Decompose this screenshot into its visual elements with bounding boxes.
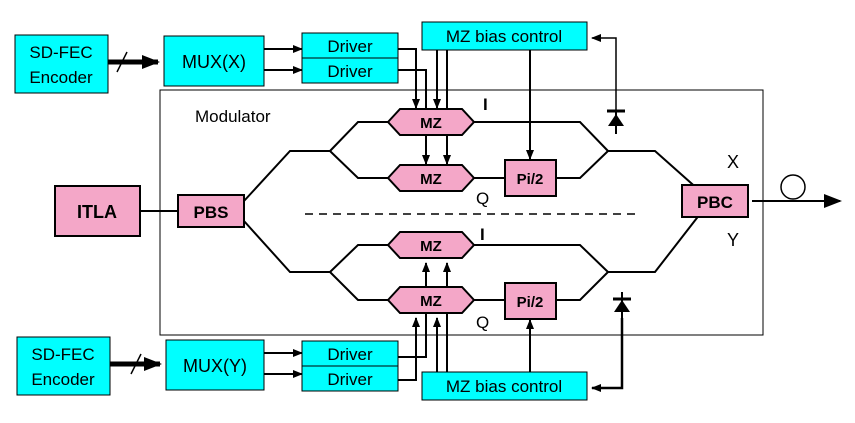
svg-text:ITLA: ITLA — [77, 202, 117, 222]
svg-text:Pi/2: Pi/2 — [517, 171, 544, 188]
driver-y-1: Driver — [301, 340, 399, 367]
svg-text:PBC: PBC — [697, 193, 733, 212]
optical-paths — [140, 121, 701, 301]
label-pol-x: X — [727, 152, 739, 172]
sd-fec-encoder-y: SD-FEC Encoder — [16, 336, 111, 396]
modulator-label: Modulator — [195, 107, 271, 126]
mz-bias-control-bottom: MZ bias control — [421, 371, 588, 401]
svg-text:SD-FEC: SD-FEC — [31, 345, 94, 364]
photodiode-icon — [607, 109, 625, 134]
pbc: PBC — [681, 184, 749, 218]
mz-x-i: MZ — [386, 108, 476, 136]
svg-text:MUX(X): MUX(X) — [182, 52, 246, 72]
bus-slash-y — [130, 353, 142, 375]
mz-bias-control-top: MZ bias control — [421, 21, 588, 51]
svg-text:Driver: Driver — [327, 370, 373, 389]
svg-text:MZ bias control: MZ bias control — [446, 377, 562, 396]
svg-text:MZ bias control: MZ bias control — [446, 27, 562, 46]
svg-text:Encoder: Encoder — [29, 68, 93, 87]
fiber-output-icon — [780, 174, 806, 200]
itla-laser: ITLA — [54, 185, 141, 237]
svg-text:MZ: MZ — [420, 238, 442, 255]
label-y-i: I — [480, 225, 485, 244]
svg-text:MUX(Y): MUX(Y) — [183, 356, 247, 376]
bus-slash-x — [116, 51, 128, 73]
driver-x-2: Driver — [301, 57, 399, 84]
label-x-q: Q — [476, 189, 489, 208]
label-y-q: Q — [476, 313, 489, 332]
svg-text:MZ: MZ — [420, 171, 442, 188]
pbs: PBS — [177, 194, 245, 228]
label-pol-y: Y — [727, 230, 739, 250]
electrical-paths-x — [108, 34, 617, 165]
mux-x: MUX(X) — [163, 35, 265, 87]
driver-x-1: Driver — [301, 32, 399, 59]
svg-text:MZ: MZ — [420, 293, 442, 310]
svg-text:SD-FEC: SD-FEC — [29, 43, 92, 62]
mz-x-q: MZ — [386, 164, 476, 192]
label-x-i: I — [483, 95, 488, 114]
photodiode-icon — [613, 292, 631, 318]
phase-shifter-x: Pi/2 — [504, 159, 557, 197]
driver-y-2: Driver — [301, 365, 399, 392]
svg-text:Driver: Driver — [327, 62, 373, 81]
svg-text:Driver: Driver — [327, 345, 373, 364]
mux-y: MUX(Y) — [165, 339, 265, 391]
mz-y-q: MZ — [386, 286, 476, 314]
svg-text:PBS: PBS — [194, 203, 229, 222]
svg-text:Encoder: Encoder — [31, 370, 95, 389]
svg-text:Pi/2: Pi/2 — [517, 294, 544, 311]
svg-text:MZ: MZ — [420, 115, 442, 132]
modulator-frame — [159, 89, 764, 336]
svg-text:Driver: Driver — [327, 37, 373, 56]
mz-y-i: MZ — [386, 231, 476, 259]
sd-fec-encoder-x: SD-FEC Encoder — [14, 34, 109, 94]
phase-shifter-y: Pi/2 — [504, 282, 557, 320]
